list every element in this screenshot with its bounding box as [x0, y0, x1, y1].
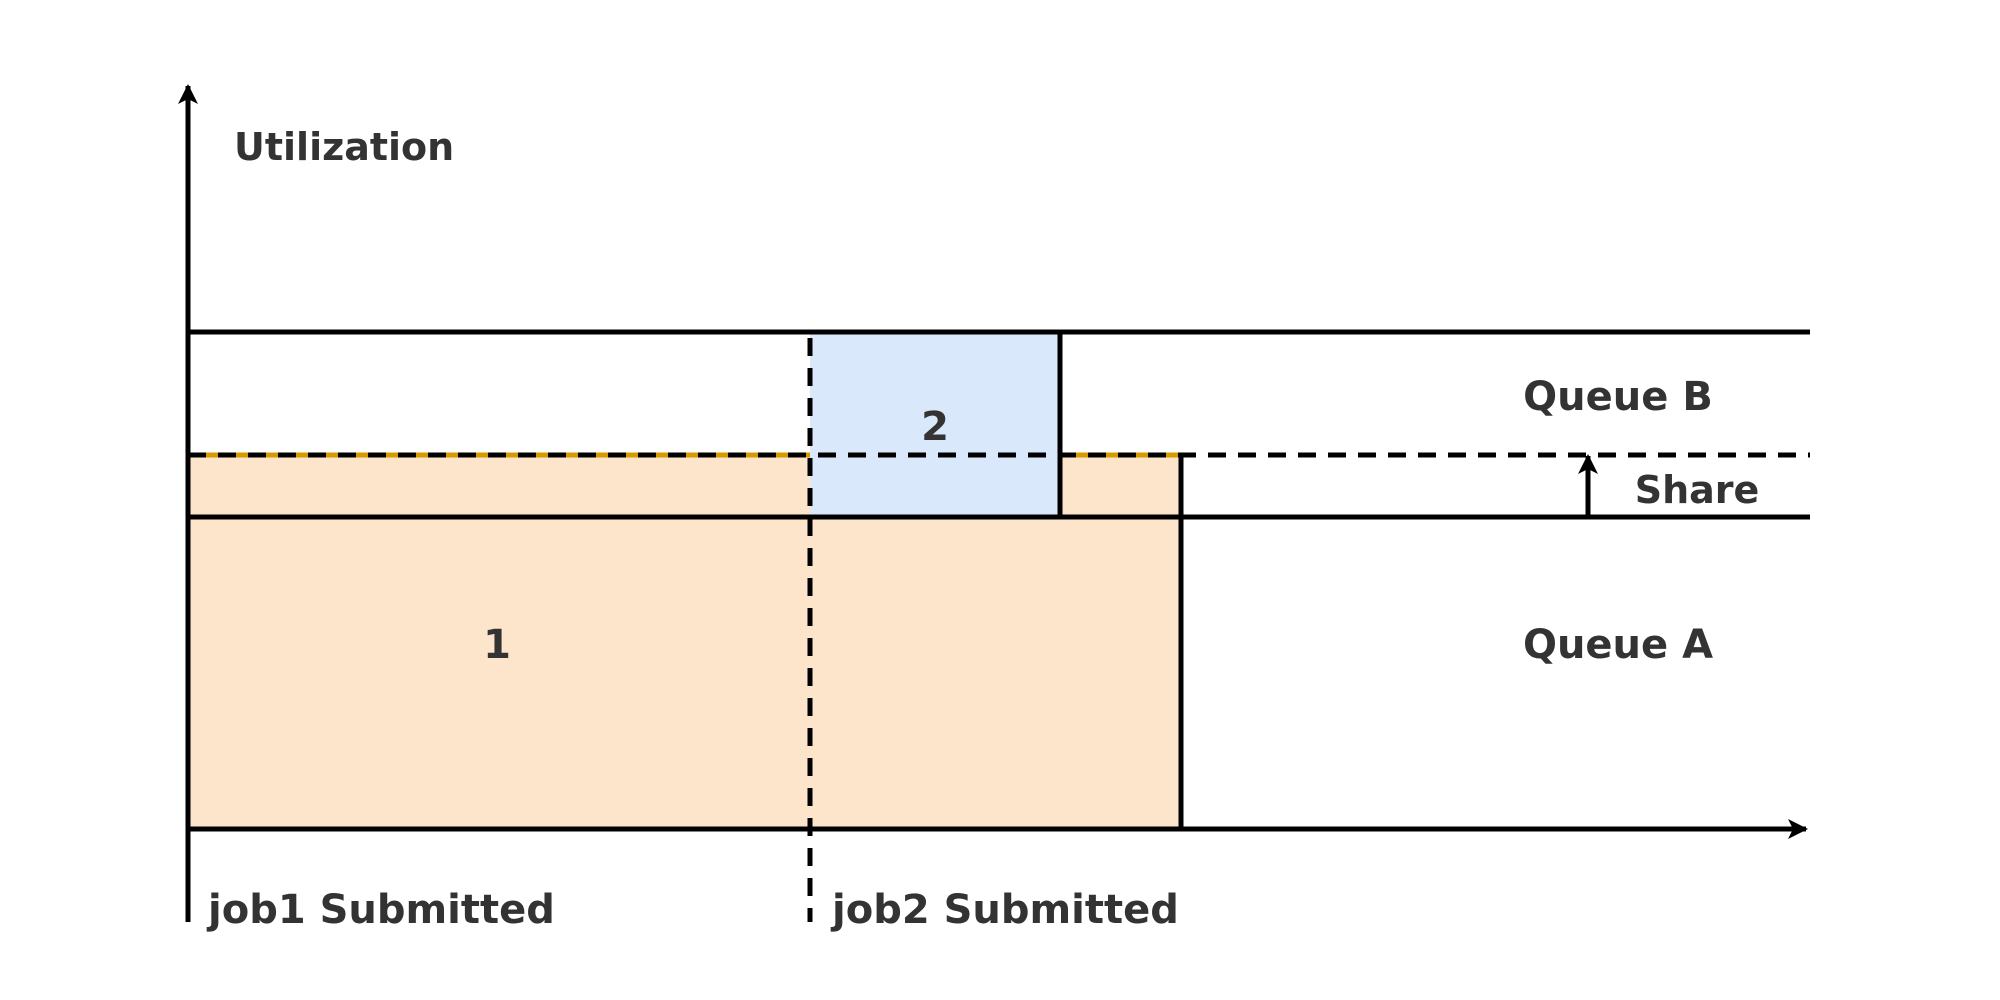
job2-region: [810, 332, 1060, 517]
queue-a-label: Queue A: [1523, 622, 1713, 668]
job1-block-label: 1: [483, 622, 511, 668]
job2-submitted-label: job2 Submitted: [830, 887, 1179, 933]
job1-region-share-after-job2: [1060, 455, 1181, 517]
queue-b-label: Queue B: [1523, 374, 1713, 420]
job1-submitted-label: job1 Submitted: [206, 887, 555, 933]
job1-region-before-job2: [188, 455, 810, 517]
share-label: Share: [1635, 468, 1760, 512]
job2-block-label: 2: [921, 404, 949, 450]
job1-region-queue-a: [188, 517, 1181, 829]
y-axis-label: Utilization: [234, 125, 454, 169]
